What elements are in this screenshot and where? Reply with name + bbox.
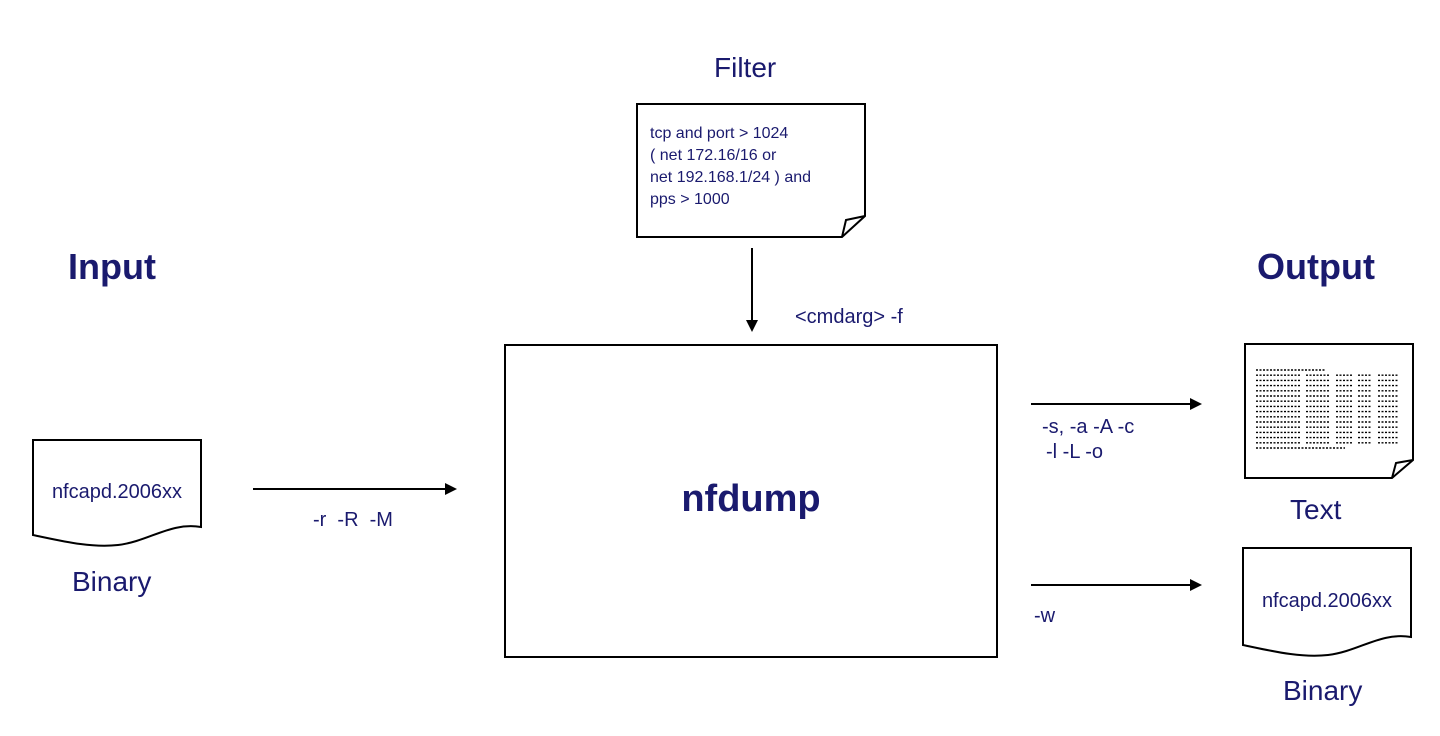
input-document: [32, 439, 202, 547]
program-name: nfdump: [681, 478, 821, 520]
nfdump-box: [504, 344, 998, 658]
filter-heading: Filter: [714, 52, 777, 83]
input-file-name: nfcapd.2006xx: [51, 481, 183, 503]
filter-line: ( net 172.16/16 or: [650, 147, 777, 164]
output-file-name: nfcapd.2006xx: [1261, 590, 1393, 612]
filter-line: pps > 1000: [650, 191, 730, 208]
text-output-document: [1244, 343, 1414, 479]
binary-output-document: [1242, 547, 1412, 657]
text-output-label: Text: [1290, 494, 1342, 525]
filter-document: [636, 103, 866, 238]
filter-line: net 192.168.1/24 ) and: [650, 169, 812, 186]
filter-expression: tcp and port > 1024 ( net 172.16/16 or n…: [650, 123, 860, 211]
write-arg: -w: [1034, 605, 1056, 627]
read-args: -r -R -M: [313, 509, 393, 531]
filter-cmdarg: <cmdarg> -f: [795, 306, 903, 328]
output-format-label: Binary: [1283, 675, 1363, 706]
text-args-line-1: -s, -a -A -c: [1042, 416, 1135, 438]
text-output-content-icon: [1256, 369, 1398, 449]
output-heading: Output: [1257, 246, 1375, 287]
filter-line: tcp and port > 1024: [650, 125, 789, 142]
text-args-line-2: -l -L -o: [1046, 441, 1104, 463]
input-format-label: Binary: [72, 566, 152, 597]
input-heading: Input: [68, 246, 156, 287]
